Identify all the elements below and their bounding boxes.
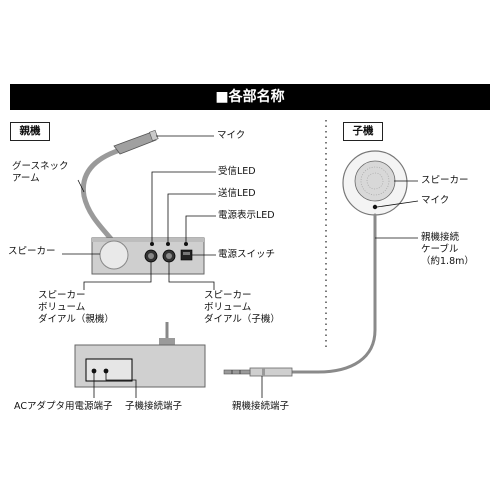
label-child-connector-terminal: 子機接続端子 (125, 401, 183, 412)
child-microphone (372, 204, 378, 210)
parent-unit-section-label: 親機 (10, 122, 50, 141)
child-connector-jack (103, 368, 109, 374)
leader-gooseneck (77, 179, 85, 193)
label-volume-dial-child: スピーカー ボリューム ダイアル（子機） (204, 290, 280, 325)
leader-lines (62, 135, 419, 398)
leader-receive-led (151, 171, 216, 244)
label-receive-led: 受信LED (218, 166, 256, 177)
parent-base-top-edge (92, 238, 204, 242)
label-power-switch: 電源スイッチ (218, 249, 276, 260)
label-ac-adapter-terminal: ACアダプタ用電源端子 (14, 401, 113, 412)
label-send-led: 送信LED (218, 188, 256, 199)
header-title: ■各部名称 (215, 89, 285, 105)
parent-speaker-grille (99, 240, 129, 270)
label-child-mic: マイク (421, 195, 450, 206)
child-plug-tip (223, 369, 251, 375)
rear-terminal-panel (85, 358, 133, 382)
leader-child-mic (376, 200, 419, 208)
label-child-cable: 親機接続 ケーブル （約1.8m） (421, 232, 474, 267)
child-unit-section-label: 子機 (343, 122, 383, 141)
label-child-plug: 親機接続端子 (232, 401, 290, 412)
label-child-speaker: スピーカー (421, 175, 469, 186)
child-plug-sleeve (249, 367, 293, 377)
gooseneck-microphone (113, 131, 157, 155)
leader-volume-child (168, 262, 215, 290)
leader-volume-parent (83, 262, 152, 290)
label-power-led: 電源表示LED (218, 210, 275, 221)
label-volume-dial-parent: スピーカー ボリューム ダイアル（親機） (38, 290, 114, 325)
parent-unit-top (80, 129, 205, 275)
label-mic: マイク (217, 130, 246, 141)
leader-child-terminal (105, 372, 137, 398)
child-cable (290, 213, 377, 374)
header-bar: ■各部名称 (10, 84, 490, 110)
gooseneck-arm (80, 147, 123, 243)
label-speaker: スピーカー (8, 246, 56, 257)
child-unit (223, 150, 408, 377)
ac-adapter-jack (91, 368, 97, 374)
label-gooseneck-arm: グースネック アーム (12, 161, 69, 184)
parent-unit-rear (74, 322, 206, 388)
leader-send-led (167, 193, 216, 244)
leader-power-led (185, 215, 216, 244)
